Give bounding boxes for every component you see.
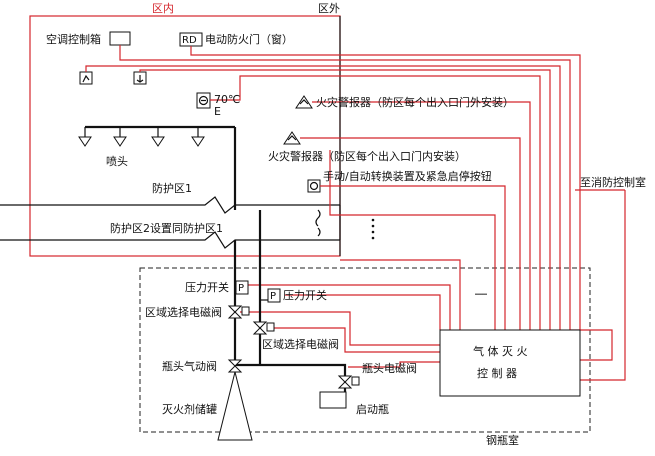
pressure-switch-2-symbol bbox=[267, 288, 281, 303]
cylinder-room-pipes bbox=[233, 240, 347, 397]
zone-valve-2-label: 区域选择电磁阀 bbox=[262, 337, 339, 351]
cylinder-room-label: 钢瓶室 bbox=[486, 433, 519, 447]
nozzle-pipe bbox=[84, 125, 262, 240]
alarm-inside-icon bbox=[283, 131, 301, 145]
ac-control-box-symbol bbox=[109, 31, 131, 46]
temp-sensor-sub: E bbox=[214, 105, 221, 118]
start-bottle-label: 启动瓶 bbox=[356, 402, 389, 416]
ellipsis-horizontal: …… bbox=[475, 287, 487, 298]
controller-line2: 控 制 器 bbox=[477, 366, 517, 380]
zone-valve-1-icon bbox=[227, 305, 250, 319]
controller-line1: 气 体 灭 火 bbox=[473, 344, 528, 358]
alarm-outside-label: 火灾警报器（防区每个出入口门外安装） bbox=[316, 95, 514, 109]
fire-door-label: 电动防火门（窗） bbox=[205, 32, 293, 46]
bottle-solenoid-valve-icon bbox=[337, 375, 360, 389]
zone-valve-1-label: 区域选择电磁阀 bbox=[145, 305, 222, 319]
pressure-tag-2: P bbox=[270, 291, 276, 302]
agent-tank-icon bbox=[217, 371, 253, 441]
fire-door-tag: RD bbox=[182, 35, 197, 46]
agent-tank-label: 灭火剂储罐 bbox=[162, 402, 217, 416]
zone2-label: 防护区2设置同防护区1 bbox=[110, 221, 223, 235]
zone-outer-label: 区外 bbox=[318, 2, 340, 15]
pressure-switch-1-symbol bbox=[235, 280, 249, 295]
smoke-detector-icon bbox=[79, 71, 93, 85]
nozzle-label: 喷头 bbox=[106, 155, 128, 168]
cylinder-room-boundary bbox=[139, 267, 591, 433]
temp-sensor-label: 70℃ bbox=[214, 93, 240, 106]
bottle-pneumatic-valve-icon bbox=[227, 359, 243, 373]
manual-switch-icon bbox=[307, 179, 321, 193]
start-bottle-icon bbox=[319, 391, 347, 409]
alarm-inside-label: 火灾警报器（防区每个出入口门内安装） bbox=[268, 149, 466, 163]
pressure-tag-1: P bbox=[238, 283, 244, 294]
gas-controller-box bbox=[439, 329, 581, 397]
pressure-switch-1-label: 压力开关 bbox=[185, 280, 229, 294]
wall-penetration bbox=[315, 209, 321, 237]
ac-control-box-label: 空调控制箱 bbox=[46, 32, 101, 46]
signal-wiring bbox=[85, 45, 626, 381]
alarm-outside-icon bbox=[295, 95, 313, 109]
zone1-label: 防护区1 bbox=[152, 181, 192, 195]
zone-inner-label: 区内 bbox=[152, 1, 174, 15]
bottle-solenoid-valve-label: 瓶头电磁阀 bbox=[362, 361, 417, 375]
ellipsis-vertical bbox=[371, 218, 375, 240]
manual-switch-label: 手动/自动转换装置及紧急启停按钮 bbox=[323, 169, 492, 183]
pressure-switch-2-label: 压力开关 bbox=[283, 288, 327, 302]
nozzle-icon bbox=[78, 136, 205, 147]
wall-break bbox=[0, 196, 341, 249]
zone-valve-2-icon bbox=[252, 321, 275, 335]
bottle-pneumatic-valve-label: 瓶头气动阀 bbox=[162, 359, 217, 373]
to-fire-control-room-label: 至消防控制室 bbox=[580, 175, 646, 189]
